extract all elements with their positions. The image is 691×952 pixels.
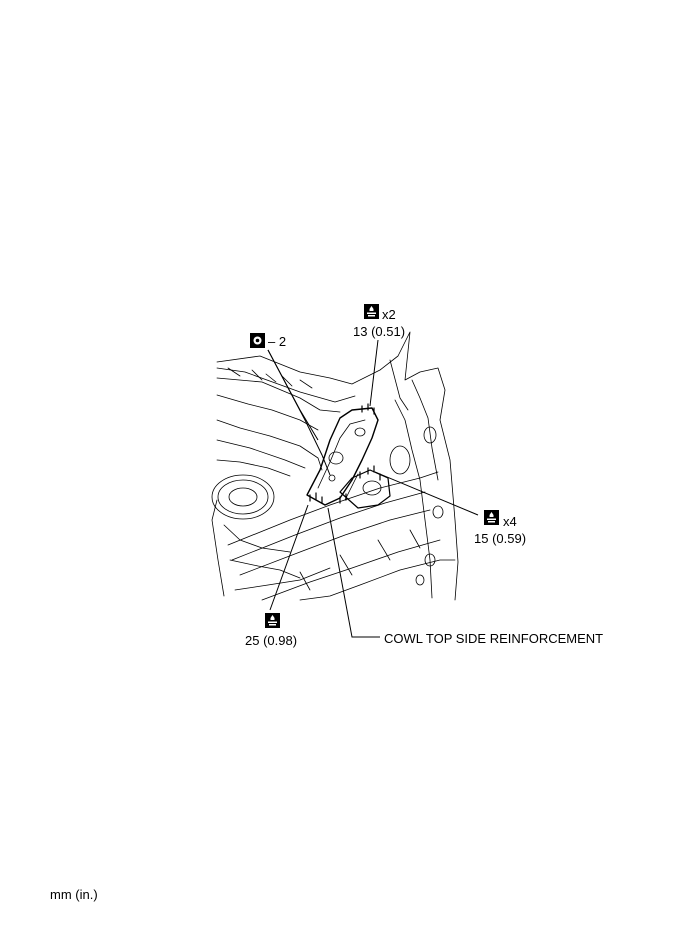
leader-part-name [327,507,380,638]
leader-torque-bottom [269,504,309,611]
torque-right-multiplier: x4 [503,514,517,529]
strut-tower [217,479,269,515]
body-outline [216,331,459,601]
torque-bottom-value: 25 (0.98) [245,633,298,648]
leader-torque-right [374,471,479,516]
torque-top-value: 13 (0.51) [353,324,406,339]
leader-precoat [267,349,331,476]
torque-right-value: 15 (0.59) [474,531,527,546]
part-name-label: COWL TOP SIDE REINFORCEMENT [384,631,604,646]
precoat-bolt-icon [250,333,265,348]
front-rail [227,471,439,546]
upper-panel-edge [216,367,356,403]
leader-precoat-2 [267,349,319,441]
dash: – [268,334,276,349]
torque-wrench-icon [265,613,280,628]
torque-wrench-icon [484,510,499,525]
torque-wrench-icon [364,304,379,319]
torque-top-multiplier: x2 [382,307,396,322]
units-note: mm (in.) [50,887,98,902]
upper-panel-edge-2 [216,377,341,413]
leader-torque-top [369,339,379,407]
precoat-bolt-count: – 2 [268,334,287,349]
